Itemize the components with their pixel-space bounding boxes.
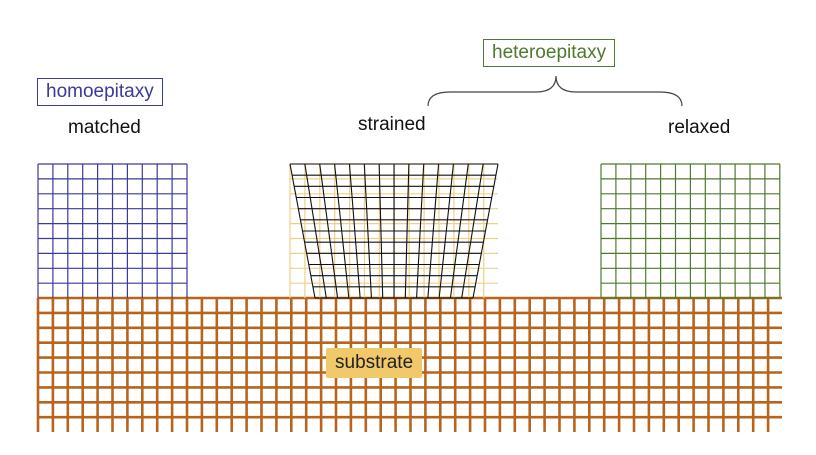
relaxed-lattice bbox=[600, 163, 781, 299]
matched-label: matched bbox=[68, 117, 141, 138]
homoepitaxy-matched-lattice bbox=[37, 163, 188, 298]
substrate-label: substrate bbox=[326, 348, 423, 378]
strained-label: strained bbox=[358, 114, 426, 135]
homoepitaxy-title-box: homoepitaxy bbox=[37, 78, 163, 106]
relaxed-label: relaxed bbox=[668, 117, 731, 138]
heteroepitaxy-brace bbox=[427, 75, 683, 107]
heteroepitaxy-title-box: heteroepitaxy bbox=[483, 39, 616, 67]
strained-lattice bbox=[289, 163, 499, 299]
